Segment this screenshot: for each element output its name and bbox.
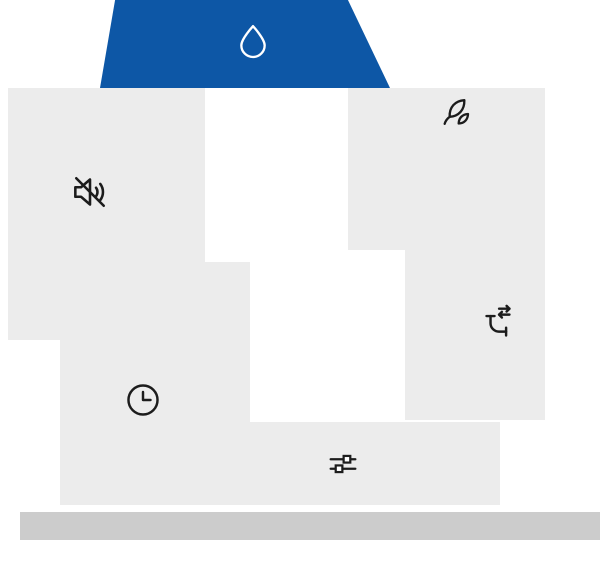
- water-drop-icon-svg: [240, 25, 266, 59]
- hose-connect-icon: [485, 304, 511, 337]
- eco-button[interactable]: [436, 92, 476, 132]
- panel-right: [405, 88, 545, 420]
- hose-connect-button[interactable]: [476, 301, 518, 343]
- options-sliders-icon: [329, 454, 357, 474]
- footer-bar: [20, 512, 600, 540]
- header-banner: [100, 0, 390, 88]
- mute-button[interactable]: [68, 170, 112, 214]
- water-drop-icon: [233, 22, 273, 62]
- leaf-eco-icon: [443, 99, 470, 126]
- clock-icon: [127, 384, 159, 416]
- delay-timer-button[interactable]: [122, 379, 164, 421]
- panel-bottom: [205, 422, 500, 505]
- speaker-mute-icon: [74, 176, 106, 208]
- options-button[interactable]: [324, 445, 362, 483]
